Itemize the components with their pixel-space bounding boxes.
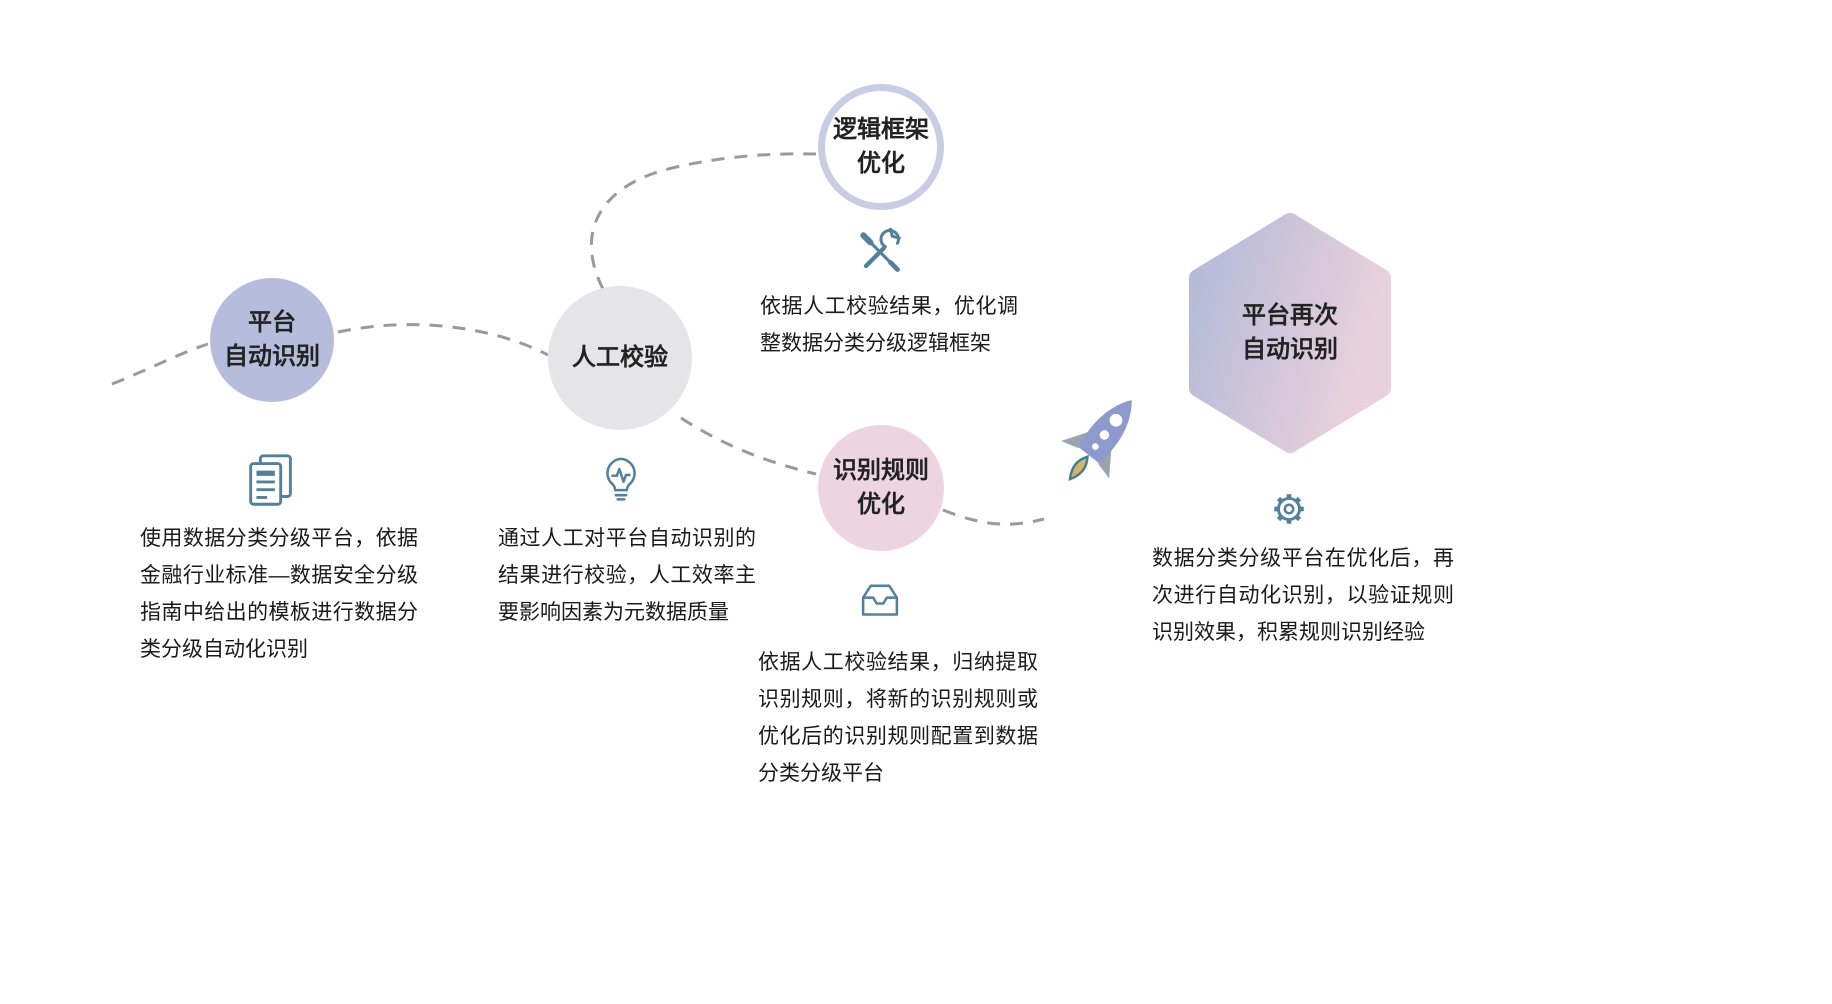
node-logic-optimization: 逻辑框架 优化 [818,84,944,210]
desc-logic-optimization: 依据人工校验结果，优化调整数据分类分级逻辑框架 [760,295,1018,355]
node-rule-optimization-label: 识别规则 优化 [833,457,929,518]
node-rule-optimization: 识别规则 优化 [818,425,944,551]
connector-auto-to-check [337,323,549,357]
node-platform-again-hexagon [1189,213,1391,453]
node-platform-auto: 平台 自动识别 [210,278,334,402]
connector-left-edge [111,342,209,386]
tray-icon [852,574,908,628]
desc-platform-auto: 使用数据分类分级平台，依据金融行业标准—数据安全分级指南中给出的模板进行数据分类… [140,527,418,661]
node-manual-check-label: 人工校验 [572,344,668,372]
connector-check-to-rule [680,416,817,476]
desc-manual-check: 通过人工对平台自动识别的结果进行校验，人工效率主要影响因素为元数据质量 [498,527,756,624]
document-icon [240,450,302,512]
node-manual-check: 人工校验 [548,286,692,430]
node-logic-optimization-label: 逻辑框架 优化 [833,116,929,177]
node-platform-again-label: 平台再次 自动识别 [1242,302,1338,363]
rocket-icon [1040,378,1158,502]
desc-rule-optimization: 依据人工校验结果，归纳提取识别规则，将新的识别规则或优化后的识别规则配置到数据分… [758,651,1038,785]
node-platform-auto-label: 平台 自动识别 [224,309,320,370]
tools-icon [852,224,908,280]
connector-check-to-logic [589,152,817,290]
lightbulb-icon [594,452,648,508]
desc-platform-again: 数据分类分级平台在优化后，再次进行自动化识别，以验证规则识别效果，积累规则识别经… [1152,547,1454,644]
gear-icon [1262,482,1316,536]
connector-rule-to-rocket [942,508,1045,526]
